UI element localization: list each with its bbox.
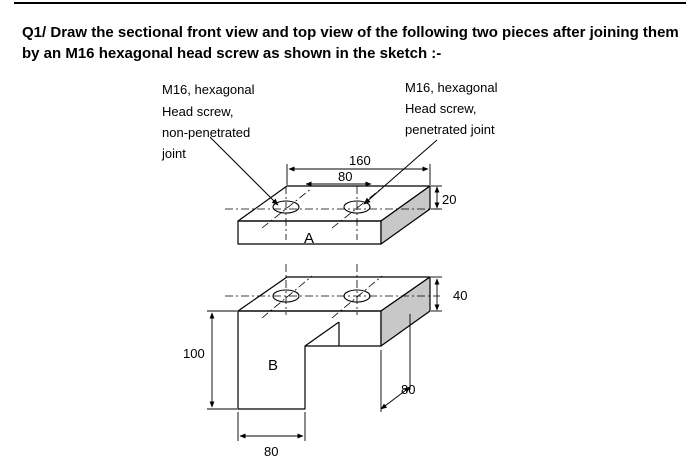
centerline: [261, 187, 313, 229]
callout-right-leader: [363, 139, 438, 205]
callout-left-line-4: joint: [162, 146, 186, 161]
piece-a-side-face: [380, 185, 431, 245]
callout-right-line-3: penetrated joint: [405, 122, 495, 137]
question-body: Draw the sectional front view and top vi…: [22, 24, 679, 62]
dim-80-width-label: 80: [264, 444, 278, 459]
callout-left-leader: [209, 136, 279, 206]
dim-40-label: 40: [453, 288, 467, 303]
dim-160-label: 160: [349, 153, 371, 168]
piece-b-side-face: [380, 276, 431, 347]
question-number: Q1/: [22, 24, 47, 41]
callout-right-line-2: Head screw,: [405, 101, 477, 116]
callout-left-line-2: Head screw,: [162, 104, 234, 119]
dim-20-label: 20: [442, 192, 456, 207]
dim-80-depth-line: [380, 386, 411, 410]
dim-80-depth-label: 80: [401, 382, 415, 397]
top-rule: [14, 2, 686, 4]
piece-a-label: A: [304, 230, 314, 247]
piece-b-step-edge: [304, 321, 340, 347]
callout-left-line-1: M16, hexagonal: [162, 82, 255, 97]
centerline: [261, 275, 313, 319]
piece-b-front-face: [237, 310, 382, 410]
dim-100-label: 100: [183, 346, 205, 361]
dim-80-label: 80: [338, 169, 352, 184]
piece-b-label: B: [268, 357, 278, 374]
question-text: Q1/ Draw the sectional front view and to…: [22, 22, 682, 64]
callout-left-line-3: non-penetrated: [162, 125, 251, 140]
callout-right-line-1: M16, hexagonal: [405, 80, 498, 95]
